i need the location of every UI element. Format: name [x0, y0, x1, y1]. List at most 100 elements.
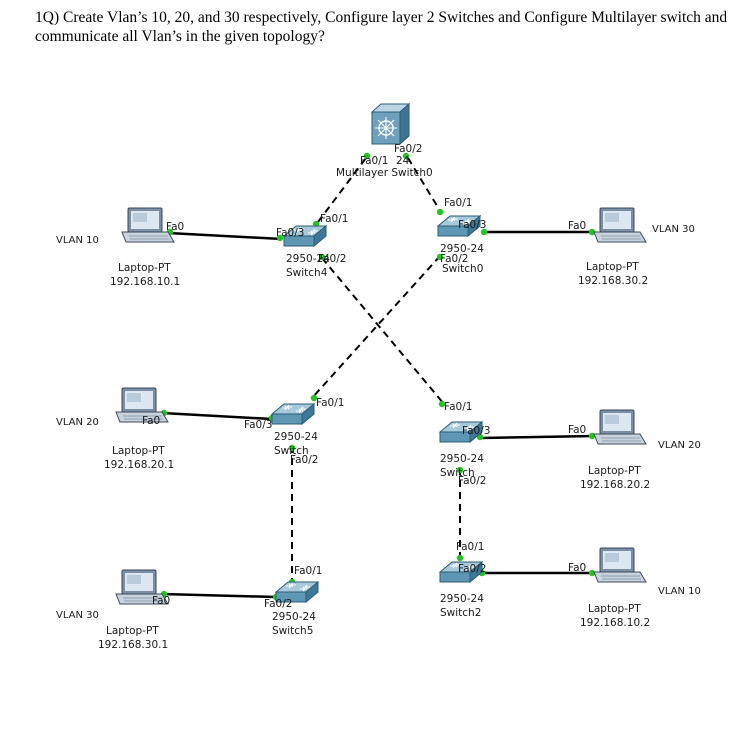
status-dot — [402, 152, 410, 160]
switch2-model: 2950-24 — [440, 593, 484, 605]
laptop-port: Fa0 — [568, 424, 586, 436]
laptop-icon — [593, 207, 647, 243]
status-dot — [588, 569, 596, 577]
vlan-label: VLAN 10 — [658, 586, 701, 597]
switch2-port-fa02: Fa0/2 — [458, 563, 486, 575]
switch0-port-fa03: Fa0/3 — [458, 219, 486, 231]
laptop-vlan30-left[interactable]: Fa0 VLAN 30 Laptop-PT 192.168.30.1 — [56, 569, 170, 651]
status-dot — [436, 208, 444, 216]
link-laptop-vlan10-switch4 — [167, 231, 283, 241]
laptop-port: Fa0 — [166, 221, 184, 233]
laptop-icon — [593, 409, 647, 445]
switch-right-mid-port-fa03: Fa0/3 — [462, 425, 490, 437]
laptop-ip: 192.168.20.1 — [104, 459, 174, 471]
laptop-vlan20-right[interactable]: Fa0 VLAN 20 Laptop-PT 192.168.20.2 — [568, 409, 701, 491]
status-dot — [438, 400, 446, 408]
link-laptop-vlan30-switch5 — [161, 592, 277, 599]
switch-left-mid-port-fa02: Fa0/2 — [290, 454, 318, 466]
question-text: 1Q) Create Vlan’s 10, 20, and 30 respect… — [35, 9, 728, 45]
multilayer-model-partial: 24 — [396, 155, 410, 167]
switch4-port-fa02: Fa0/2 — [318, 253, 346, 265]
laptop-vlan10-left[interactable]: Fa0 VLAN 10 Laptop-PT 192.168.10.1 — [56, 207, 184, 288]
switch-right-mid-model: 2950-24 — [440, 453, 484, 465]
laptop-ip: 192.168.20.2 — [580, 479, 650, 491]
switch4-port-fa01: Fa0/1 — [320, 213, 348, 225]
switch-left-mid-name: Switch — [274, 445, 309, 457]
switch5[interactable]: Fa0/1 Fa0/2 2950-24 Switch5 — [264, 565, 322, 637]
switch-right-mid-port-fa02: Fa0/2 — [458, 475, 486, 487]
switch2-port-fa01: Fa0/1 — [456, 541, 484, 553]
switch0-name: Switch0 — [442, 263, 483, 275]
switch4-port-fa03: Fa0/3 — [276, 227, 304, 239]
switch4[interactable]: Fa0/1 Fa0/3 Fa0/2 2950-24 Switch4 — [276, 213, 348, 279]
laptop-port: Fa0 — [152, 595, 170, 607]
link-switch4-right-mid-switch — [321, 257, 445, 405]
link-switch4-multilayer — [317, 157, 367, 223]
laptop-type: Laptop-PT — [112, 445, 165, 457]
switch-right-mid-port-fa01: Fa0/1 — [444, 401, 472, 413]
status-dot — [456, 554, 464, 562]
status-dot — [436, 253, 444, 261]
switch-left-mid-model: 2950-24 — [274, 431, 318, 443]
vlan-label: VLAN 30 — [652, 224, 695, 235]
link-switch0-left-mid-switch — [311, 255, 441, 399]
switch-right-middle[interactable]: Fa0/1 Fa0/3 2950-24 Switch Fa0/2 — [439, 401, 490, 487]
switch-right-mid-name: Switch — [440, 467, 475, 479]
vlan-label: VLAN 10 — [56, 235, 99, 246]
switch4-name: Switch4 — [286, 267, 328, 279]
laptop-icon — [593, 547, 647, 583]
switch-icon — [271, 403, 315, 425]
multilayer-port-fa02: Fa0/2 — [394, 143, 422, 155]
switch-left-mid-port-fa03: Fa0/3 — [244, 419, 272, 431]
laptop-ip: 192.168.30.2 — [578, 275, 648, 287]
switch0-model: 2950-24 — [440, 243, 484, 255]
link-multilayer-switch0 — [407, 157, 443, 215]
status-dot — [318, 253, 326, 261]
laptop-vlan20-left[interactable]: Fa0 VLAN 20 Laptop-PT 192.168.20.1 — [56, 387, 174, 471]
switch2-name: Switch2 — [440, 607, 481, 619]
switch0[interactable]: Fa0/1 Fa0/3 2950-24 Fa0/2 Switch0 — [437, 197, 486, 275]
multilayer-port-fa01: Fa0/1 — [360, 155, 388, 167]
laptop-ip: 192.168.10.2 — [580, 617, 650, 629]
laptop-vlan30-right[interactable]: Fa0 VLAN 30 Laptop-PT 192.168.30.2 — [568, 207, 695, 287]
switch-left-mid-port-fa01: Fa0/1 — [316, 397, 344, 409]
network-links — [161, 157, 595, 599]
laptop-type: Laptop-PT — [118, 262, 171, 274]
status-dot — [288, 444, 296, 452]
laptop-ip: 192.168.30.1 — [98, 639, 168, 651]
switch0-port-fa02: Fa0/2 — [440, 253, 468, 265]
laptop-port: Fa0 — [568, 562, 586, 574]
multilayer-switch-icon — [370, 102, 411, 146]
status-dot — [276, 234, 284, 242]
laptop-ip: 192.168.10.1 — [110, 276, 180, 288]
switch5-model: 2950-24 — [272, 611, 316, 623]
switch5-port-fa01: Fa0/1 — [294, 565, 322, 577]
vlan-label: VLAN 20 — [56, 417, 99, 428]
laptop-vlan10-right[interactable]: Fa0 VLAN 10 Laptop-PT 192.168.10.2 — [568, 547, 701, 629]
laptop-type: Laptop-PT — [106, 625, 159, 637]
status-dot — [588, 228, 596, 236]
switch2[interactable]: Fa0/1 Fa0/2 2950-24 Switch2 — [439, 541, 486, 619]
laptop-type: Laptop-PT — [588, 465, 641, 477]
link-status-indicators — [160, 152, 596, 601]
link-right-mid-switch-laptop-vlan20 — [479, 434, 595, 440]
switch-left-middle[interactable]: Fa0/1 Fa0/3 2950-24 Switch Fa0/2 — [244, 397, 344, 466]
status-dot — [456, 466, 464, 474]
laptop-port: Fa0 — [568, 220, 586, 232]
laptop-type: Laptop-PT — [588, 603, 641, 615]
multilayer-switch[interactable]: Fa0/2 Fa0/1 24 Multilayer Switch0 — [336, 102, 433, 179]
link-laptop-vlan20-left-mid-switch — [161, 411, 273, 421]
status-dot — [363, 152, 371, 160]
status-dot — [310, 394, 318, 402]
switch5-name: Switch5 — [272, 625, 313, 637]
status-dot — [480, 228, 488, 236]
switch0-port-fa01: Fa0/1 — [444, 197, 472, 209]
status-dot — [588, 432, 596, 440]
laptop-port: Fa0 — [142, 415, 160, 427]
vlan-label: VLAN 30 — [56, 610, 99, 621]
laptop-type: Laptop-PT — [586, 261, 639, 273]
switch5-port-fa02: Fa0/2 — [264, 598, 292, 610]
multilayer-switch-name: Multilayer Switch0 — [336, 167, 433, 179]
switch4-model: 2950-24 — [286, 253, 330, 265]
